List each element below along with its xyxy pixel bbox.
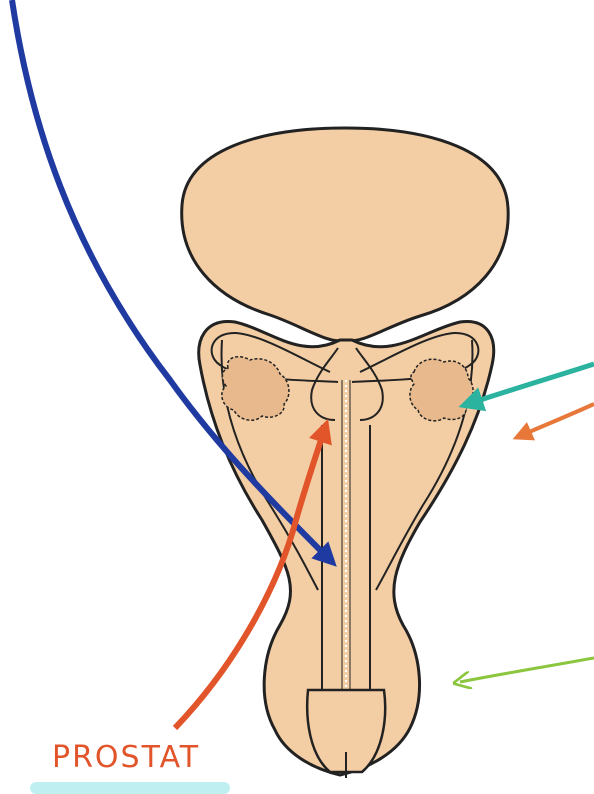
prostate-label: PROSTAT xyxy=(52,743,200,773)
right-seminal-vesicle xyxy=(410,359,473,421)
label-underline-bar xyxy=(30,782,230,794)
bladder xyxy=(182,128,508,341)
orange-arrow xyxy=(520,404,594,436)
green-arrow xyxy=(460,658,594,682)
